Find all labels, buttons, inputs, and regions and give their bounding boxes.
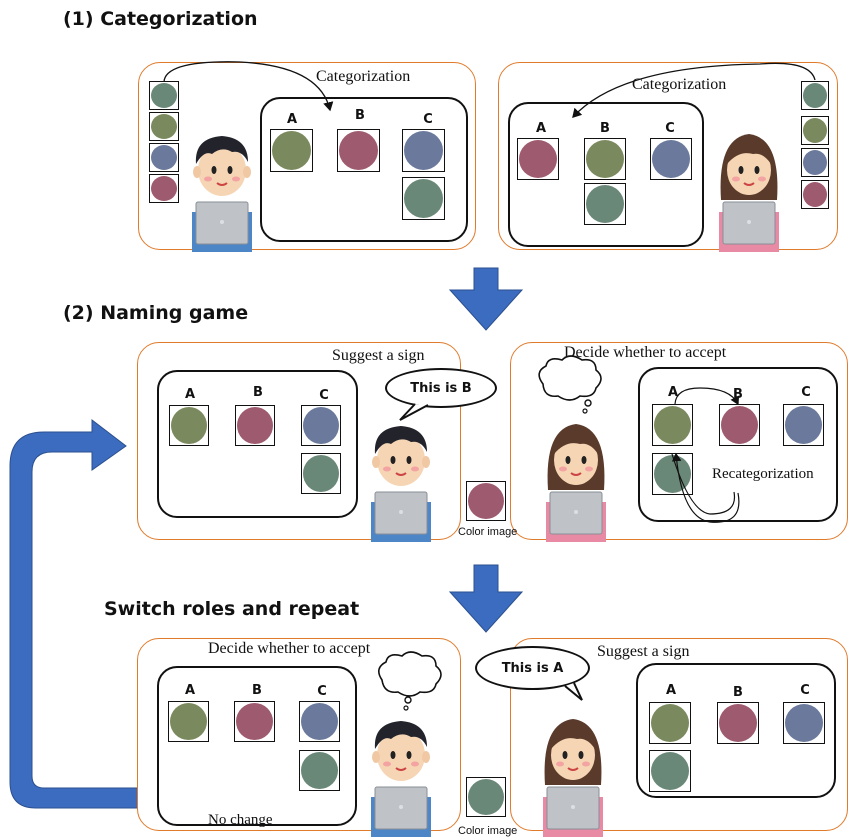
- swatch-teal: [584, 183, 626, 225]
- category-label-b: B: [733, 685, 743, 700]
- category-label-c: C: [317, 684, 327, 699]
- caption-categorization-right: Categorization: [632, 76, 727, 93]
- category-label-a: A: [286, 112, 298, 127]
- swatch-green: [270, 129, 313, 172]
- speech-tail-b: [399, 403, 429, 421]
- caption-decide-accept: Decide whether to accept: [564, 344, 727, 361]
- caption-decide-accept: Decide whether to accept: [208, 640, 371, 657]
- swatch-green: [169, 405, 209, 446]
- arrow-recat-bottom-1: [671, 452, 740, 523]
- arrow-recat-top: [674, 387, 740, 406]
- swatch-red: [719, 404, 760, 446]
- swatch-blue: [650, 138, 692, 180]
- category-label-b: B: [252, 683, 262, 698]
- stack-swatch-blue: [149, 143, 179, 172]
- category-label-a: A: [665, 683, 677, 698]
- girl-figure-1: [718, 133, 780, 253]
- swatch-red: [717, 702, 759, 744]
- color-image-caption: Color image: [458, 526, 518, 538]
- arrow-categorize-right: [572, 62, 816, 118]
- swatch-red: [337, 129, 380, 172]
- color-image-swatch: [466, 481, 506, 521]
- caption-recategorization: Recategorization: [712, 466, 814, 482]
- stack-swatch-red: [801, 180, 829, 209]
- swatch-teal: [301, 453, 341, 494]
- speech-bubble-this-is-a: This is A: [475, 646, 590, 690]
- thought-cloud-ok: [538, 355, 602, 401]
- heading-switch-roles: Switch roles and repeat: [104, 598, 360, 620]
- category-label-c: C: [800, 683, 810, 698]
- speech-tail-a: [564, 682, 583, 701]
- arrow-categorize-left: [163, 61, 334, 112]
- speech-text: This is B: [410, 380, 472, 396]
- stack-swatch-teal: [801, 81, 829, 110]
- category-label-c: C: [665, 121, 675, 136]
- category-label-a: A: [667, 385, 679, 400]
- stack-swatch-green: [801, 116, 829, 145]
- arrow-recat-bottom-2: [671, 453, 736, 515]
- swatch-red: [517, 138, 559, 180]
- category-label-a: A: [184, 683, 196, 698]
- caption-no-change: No change: [208, 812, 273, 828]
- category-label-a: A: [184, 387, 196, 402]
- category-label-b: B: [733, 387, 743, 402]
- category-label-b: B: [253, 385, 263, 400]
- speech-bubble-this-is-b: This is B: [385, 368, 497, 408]
- category-label-a: A: [535, 121, 547, 136]
- down-arrow-1: [448, 267, 524, 331]
- swatch-red: [235, 405, 275, 446]
- swatch-blue: [783, 702, 825, 744]
- thought-cloud-no: [378, 651, 442, 697]
- boy-figure-3: [370, 720, 432, 838]
- stack-swatch-blue: [801, 148, 829, 177]
- swatch-green: [584, 138, 626, 180]
- stack-swatch-green: [149, 112, 179, 141]
- loop-back-arrow: [9, 418, 161, 809]
- category-label-c: C: [801, 385, 811, 400]
- category-box-switched-left: [157, 666, 357, 826]
- caption-suggest-sign: Suggest a sign: [597, 643, 690, 660]
- category-label-c: C: [319, 388, 329, 403]
- swatch-green: [652, 404, 693, 446]
- stack-swatch-red: [149, 174, 179, 203]
- boy-figure-2: [370, 425, 432, 543]
- speech-text: This is A: [501, 660, 564, 676]
- swatch-teal: [299, 750, 340, 791]
- swatch-blue: [299, 701, 340, 742]
- swatch-blue: [301, 405, 341, 446]
- category-label-b: B: [600, 121, 610, 136]
- caption-suggest-sign: Suggest a sign: [332, 347, 425, 364]
- heading-naming-game: (2) Naming game: [63, 302, 249, 324]
- category-label-c: C: [423, 112, 433, 127]
- boy-figure-1: [191, 135, 253, 253]
- down-arrow-2: [448, 564, 524, 633]
- swatch-red: [234, 701, 275, 742]
- category-label-b: B: [355, 108, 365, 123]
- swatch-green: [168, 701, 209, 742]
- color-image-caption: Color image: [458, 825, 518, 837]
- stack-swatch-teal: [149, 81, 179, 110]
- girl-figure-2: [545, 423, 607, 543]
- swatch-teal: [402, 177, 445, 220]
- swatch-blue: [402, 129, 445, 172]
- swatch-blue: [783, 404, 824, 446]
- color-image-swatch: [466, 777, 506, 817]
- swatch-teal: [649, 750, 691, 792]
- girl-figure-3: [542, 718, 604, 838]
- swatch-green: [649, 702, 691, 744]
- heading-categorization: (1) Categorization: [63, 8, 258, 30]
- caption-categorization-left: Categorization: [316, 68, 411, 85]
